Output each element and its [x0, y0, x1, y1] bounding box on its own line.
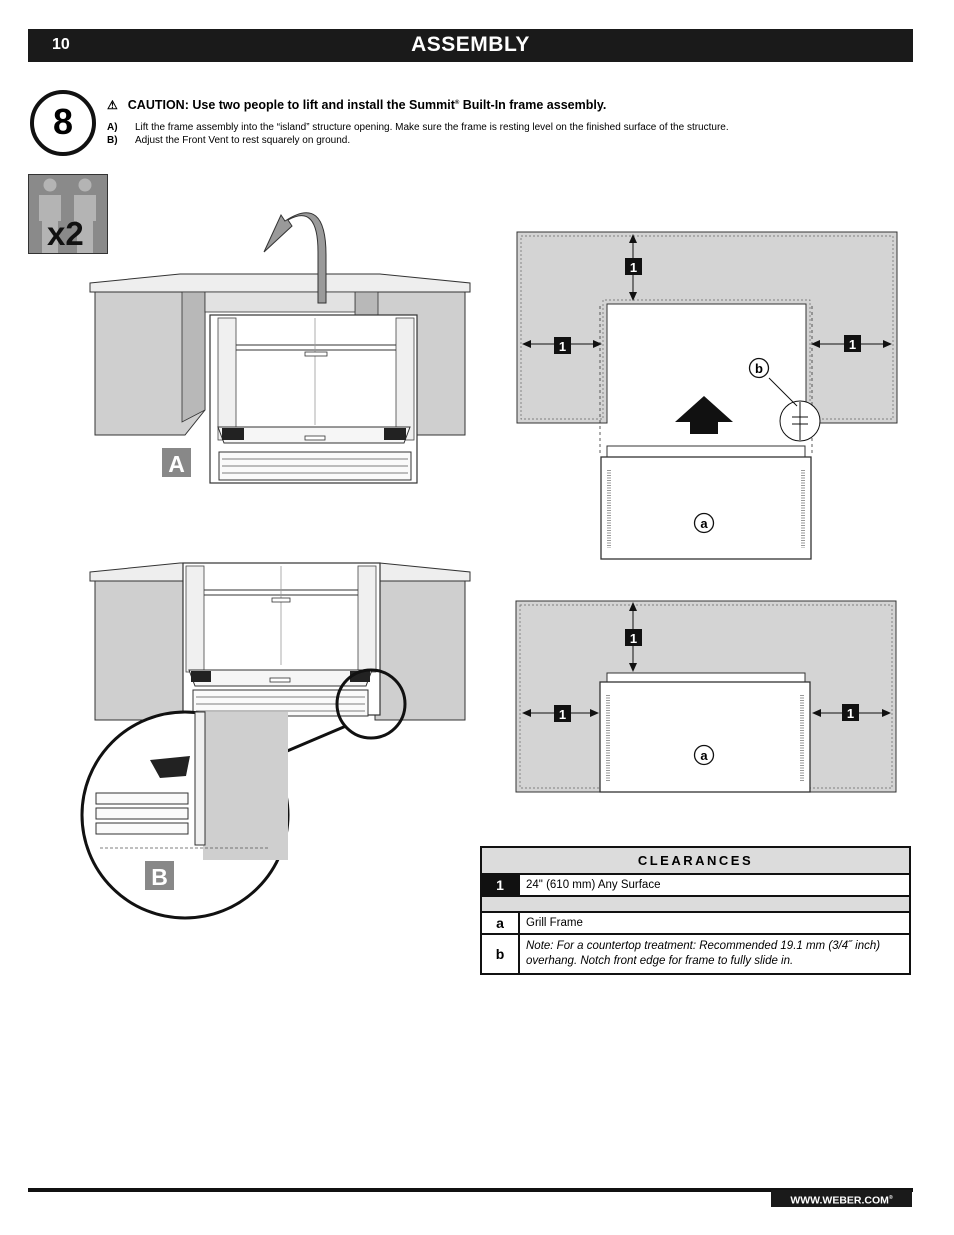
row-value: 24" (610 mm) Any Surface [518, 873, 911, 897]
page-header: 10 ASSEMBLY [28, 29, 913, 62]
clearance-marker: 1 [630, 260, 637, 275]
clearance-marker: 1 [630, 631, 637, 646]
footer-rule [28, 1188, 913, 1192]
two-people-badge: x2 [28, 174, 108, 254]
clearances-title: CLEARANCES [480, 846, 911, 875]
step-number-badge: 8 [30, 90, 96, 156]
table-row: 1 24" (610 mm) Any Surface [480, 873, 911, 897]
figure-a-badge [162, 448, 191, 477]
instruction-text: Lift the frame assembly into the “island… [135, 122, 729, 133]
clearance-marker: 1 [559, 339, 566, 354]
clearance-marker-badge [554, 705, 571, 722]
row-key: 1 [480, 873, 520, 897]
clearance-marker-badge [554, 337, 571, 354]
table-spacer-row [480, 895, 911, 913]
instruction-label: A) [107, 122, 118, 133]
figure-b-illustration [80, 562, 471, 920]
page-number: 10 [52, 36, 70, 53]
caution-line: ⚠ CAUTION: Use two people to lift and ins… [107, 98, 606, 112]
clearance-marker: 1 [847, 706, 854, 721]
footer-url-box: WWW.WEBER.COM® [771, 1190, 912, 1207]
figure-a-illustration [89, 212, 471, 484]
instruction-label: B) [107, 135, 118, 146]
clearance-marker-badge [625, 258, 642, 275]
caution-text-end: Built-In frame assembly. [459, 98, 607, 112]
clearances-table: CLEARANCES 1 24" (610 mm) Any Surface a … [480, 846, 911, 975]
figure-b-badge [145, 861, 174, 890]
frame-marker: a [700, 516, 708, 531]
frame-marker: a [700, 748, 708, 763]
step-number: 8 [52, 101, 74, 142]
section-title: ASSEMBLY [411, 33, 530, 56]
clearance-marker-badge [842, 704, 859, 721]
top-view-diagram-1 [516, 231, 898, 560]
row-value: Grill Frame [518, 911, 911, 935]
clearance-marker: 1 [559, 707, 566, 722]
instruction-item: A) Lift the frame assembly into the “isl… [107, 121, 729, 134]
overhang-marker-circle [748, 357, 770, 379]
instruction-text: Adjust the Front Vent to rest squarely o… [135, 135, 351, 146]
instruction-list: A) Lift the frame assembly into the “isl… [107, 121, 729, 147]
registered-mark: ® [454, 99, 460, 106]
two-people-icon [39, 178, 96, 253]
warning-triangle-icon: ⚠ [107, 98, 118, 112]
overhang-marker: b [755, 361, 763, 376]
table-row: a Grill Frame [480, 911, 911, 935]
people-count: x2 [47, 215, 84, 252]
instruction-item: B) Adjust the Front Vent to rest squarel… [107, 134, 729, 147]
figure-a-label: A [168, 451, 185, 477]
clearance-marker-badge [625, 629, 642, 646]
footer-registered-mark: ® [888, 1195, 893, 1201]
frame-marker-circle [693, 512, 715, 534]
caution-text: CAUTION: Use two people to lift and inst… [127, 98, 455, 112]
clearance-marker-badge [844, 335, 861, 352]
figure-b-label: B [151, 864, 168, 890]
footer-url: WWW.WEBER.COM [790, 1194, 889, 1207]
row-value: Note: For a countertop treatment: Recomm… [518, 933, 911, 975]
clearance-marker: 1 [849, 337, 856, 352]
frame-marker-circle [693, 744, 715, 766]
table-header-row: CLEARANCES [480, 846, 911, 875]
table-row: b Note: For a countertop treatment: Reco… [480, 933, 911, 975]
row-key: a [480, 911, 520, 935]
row-key: b [480, 933, 520, 975]
